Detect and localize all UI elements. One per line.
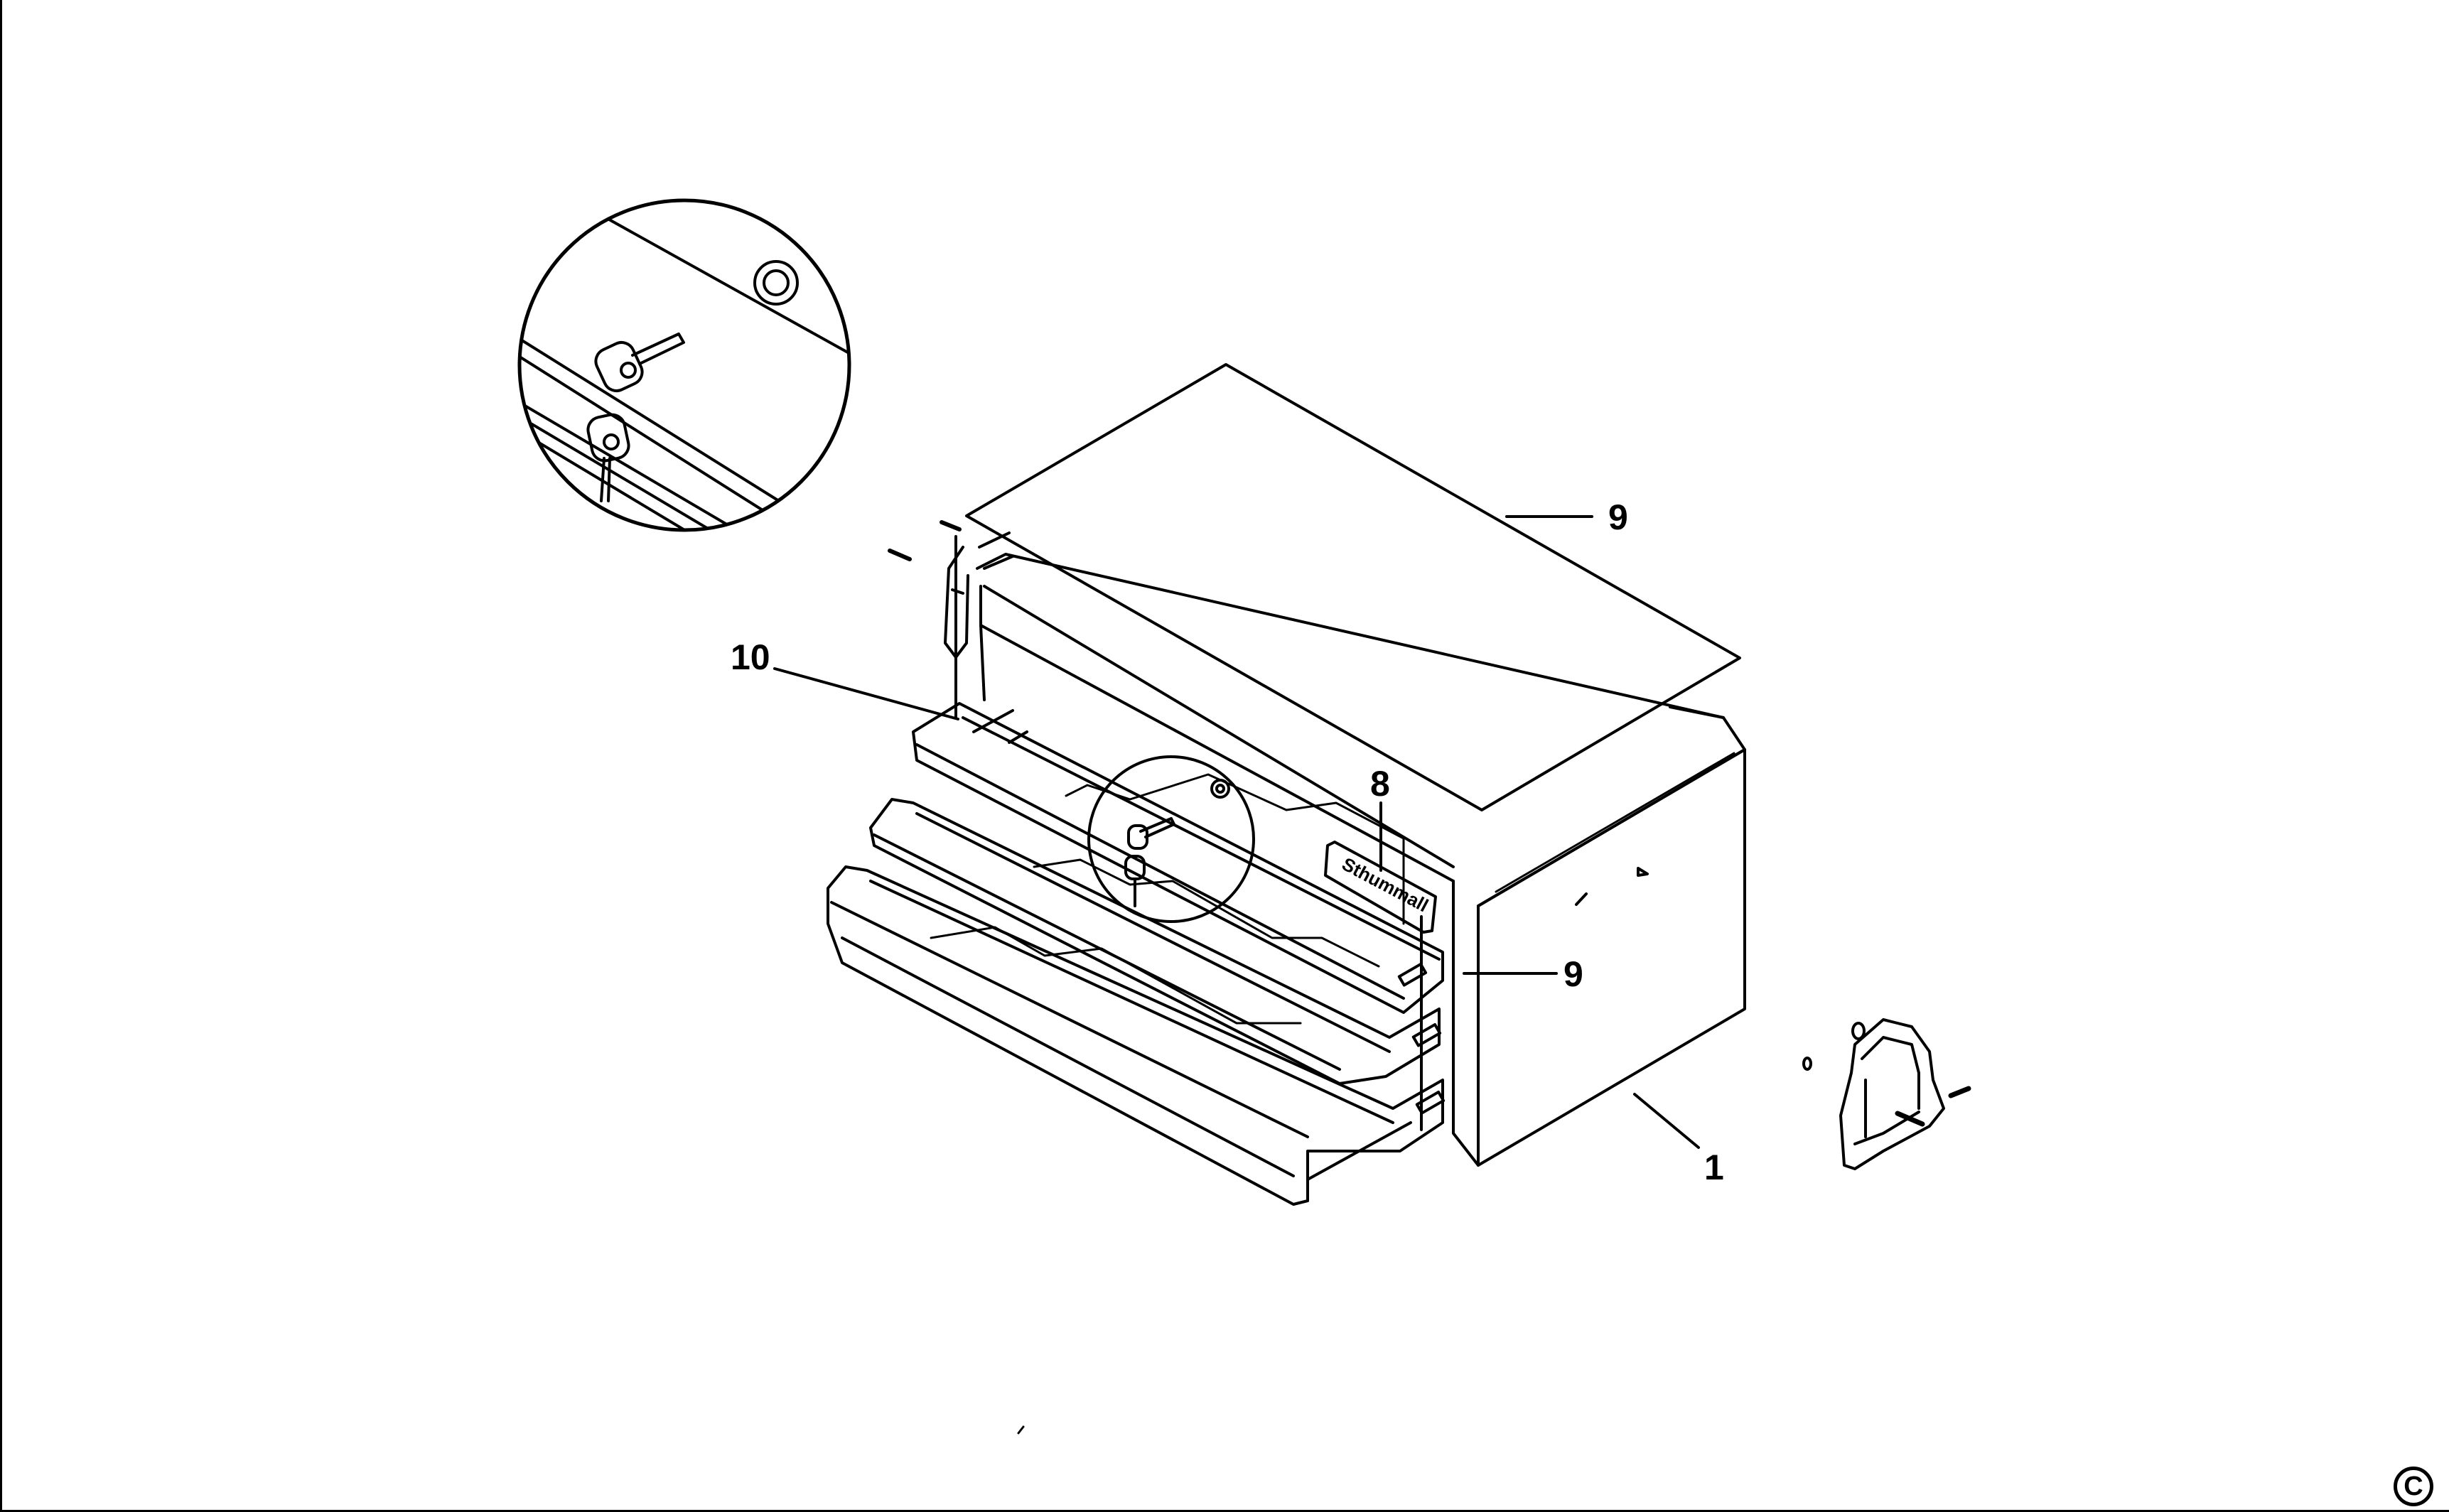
- callout-top-mat: 9: [1608, 497, 1628, 537]
- side-handle-left: [888, 520, 1014, 659]
- key-icon: [586, 333, 685, 502]
- leader-lines: [773, 515, 1700, 1149]
- screw-icon: [888, 520, 962, 561]
- lock-callout-circle: [1087, 755, 1255, 923]
- copyright-mark: C: [2394, 1467, 2433, 1506]
- stray-mark: [1017, 1425, 1025, 1435]
- callout-drawer-liner: 10: [731, 637, 770, 677]
- side-handle-right: [1802, 1018, 1971, 1170]
- cabinet-body: [954, 535, 1746, 1167]
- lock-detail-view: [517, 198, 851, 532]
- screw-icon: [1895, 1086, 1971, 1127]
- callout-badge: 8: [1370, 764, 1390, 804]
- callout-cabinet: 1: [1704, 1148, 1724, 1187]
- callout-labels: 9 10 8 9 1: [731, 497, 1724, 1187]
- drawer-slide: [1397, 962, 1446, 1115]
- drawer-3: [827, 865, 1444, 1206]
- callout-drawer-slide: 9: [1563, 954, 1583, 994]
- drawer-1: [912, 702, 1444, 1014]
- key-icon: [1124, 817, 1175, 907]
- drawer-2: [869, 798, 1441, 1085]
- top-mat: [965, 363, 1741, 811]
